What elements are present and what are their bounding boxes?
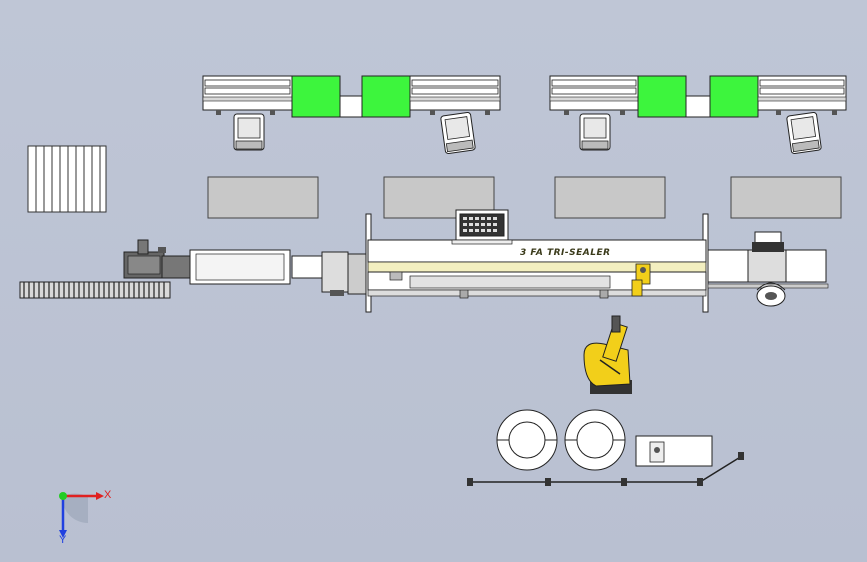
outfeed-section[interactable] <box>707 231 829 307</box>
operator-seat <box>786 111 822 155</box>
axis-triad: X Y <box>59 489 112 546</box>
wrap-roll-2[interactable] <box>564 409 626 471</box>
operator-seat <box>579 113 611 151</box>
wrap-roll-1[interactable] <box>496 409 558 471</box>
palletizing-robot[interactable] <box>583 315 632 394</box>
tri-sealer-machine[interactable]: 3 FA TRI-SEALER <box>365 209 709 313</box>
guard-rail[interactable] <box>467 452 744 486</box>
green-panel <box>361 75 411 118</box>
work-tables[interactable] <box>207 176 842 219</box>
x-axis-label: X <box>104 489 112 501</box>
pallet-stack[interactable] <box>27 145 107 213</box>
label-applicator[interactable] <box>631 263 651 297</box>
origin-dot <box>59 492 67 500</box>
machine-banner-label: 3 FA TRI-SEALER <box>520 248 611 258</box>
press-station-left[interactable] <box>202 75 501 155</box>
infeed-drive[interactable] <box>123 239 367 296</box>
green-panel <box>291 75 341 118</box>
green-panel <box>637 75 687 118</box>
press-station-right[interactable] <box>549 75 847 155</box>
operator-seat <box>233 113 265 151</box>
operator-seat <box>440 111 476 155</box>
y-axis-label: Y <box>59 534 67 546</box>
control-cabinet[interactable] <box>635 435 713 467</box>
roller-conveyor[interactable] <box>19 281 171 299</box>
green-panel <box>709 75 759 118</box>
